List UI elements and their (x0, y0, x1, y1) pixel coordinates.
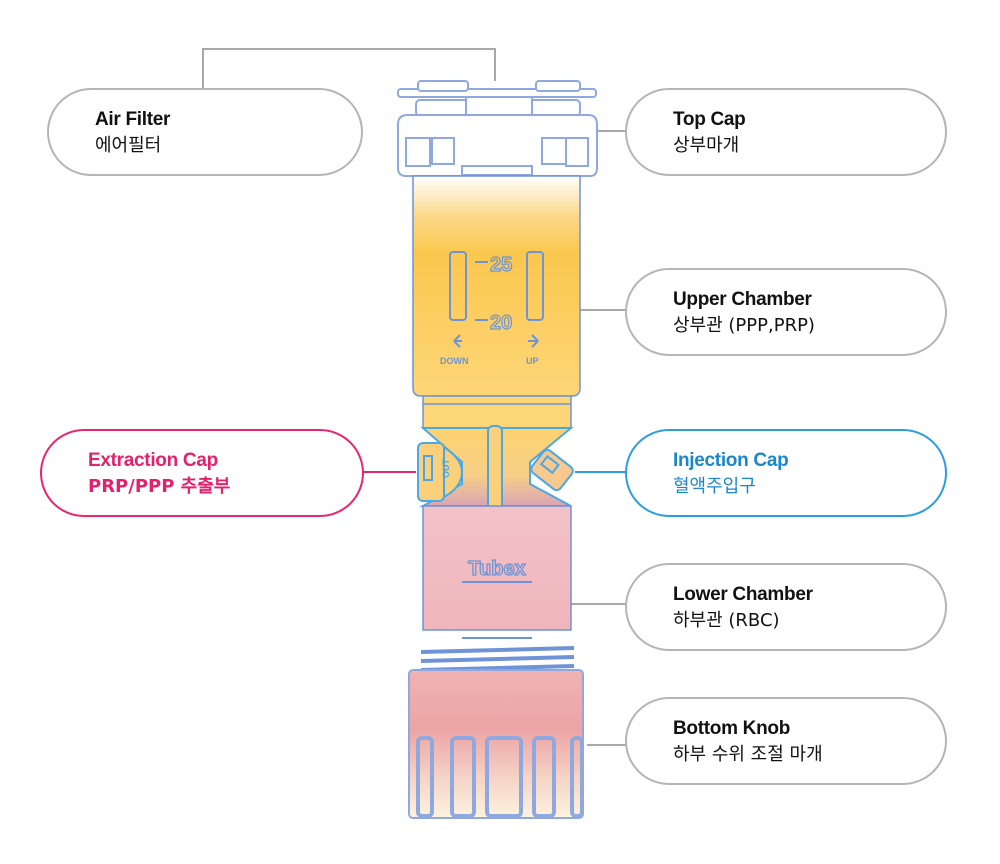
bottom-knob-title: Bottom Knob (673, 718, 790, 739)
bottom-knob-subtitle: 하부 수위 조절 마개 (673, 744, 823, 765)
label-injection-cap: Injection Cap 혈액주입구 (625, 429, 947, 517)
out-label: OUT (441, 459, 451, 479)
upper-chamber-shape (412, 175, 581, 429)
brand-logo: Tubex (468, 558, 525, 580)
lower-chamber-subtitle: 하부관 (RBC) (673, 610, 780, 631)
extraction-cap-title: Extraction Cap (88, 450, 218, 471)
scale-mark-20: 20 (490, 312, 512, 334)
upper-chamber-title: Upper Chamber (673, 289, 812, 310)
label-top-cap: Top Cap 상부마개 (625, 88, 947, 176)
extraction-cap-subtitle: PRP/PPP 추출부 (88, 476, 231, 497)
injection-cap-title: Injection Cap (673, 450, 789, 471)
lower-chamber-shape (420, 505, 575, 672)
arrow-right-icon (528, 334, 539, 348)
arrow-left-icon (453, 334, 462, 348)
extraction-cap-shape (417, 442, 464, 502)
label-air-filter: Air Filter 에어필터 (47, 88, 363, 176)
label-upper-chamber: Upper Chamber 상부관 (PPP,PRP) (625, 268, 947, 356)
label-extraction-cap: Extraction Cap PRP/PPP 추출부 (40, 429, 364, 517)
connector-lines (202, 48, 627, 746)
top-cap-subtitle: 상부마개 (673, 135, 740, 156)
bottom-knob-shape (408, 669, 584, 819)
upper-chamber-subtitle: 상부관 (PPP,PRP) (673, 315, 815, 336)
label-lower-chamber: Lower Chamber 하부관 (RBC) (625, 563, 947, 651)
direction-down-label: DOWN (440, 356, 469, 366)
scale-mark-25: 25 (490, 254, 512, 276)
top-cap-shape (397, 80, 598, 177)
injection-cap-subtitle: 혈액주입구 (673, 476, 756, 497)
connector-air-filter (202, 48, 496, 88)
air-filter-subtitle: 에어필터 (95, 135, 162, 156)
top-cap-title: Top Cap (673, 109, 746, 130)
injection-cap-shape (530, 448, 574, 492)
lower-chamber-title: Lower Chamber (673, 584, 813, 605)
direction-up-label: UP (526, 356, 539, 366)
label-bottom-knob: Bottom Knob 하부 수위 조절 마개 (625, 697, 947, 785)
air-filter-title: Air Filter (95, 109, 171, 130)
